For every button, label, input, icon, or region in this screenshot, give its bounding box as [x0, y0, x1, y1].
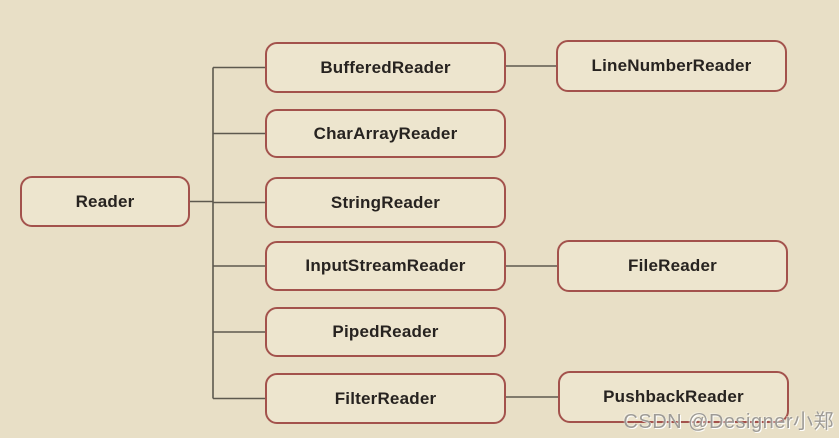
node-piped-reader: PipedReader: [265, 307, 506, 357]
node-input-stream-reader: InputStreamReader: [265, 241, 506, 291]
watermark: CSDN @Designer小郑: [623, 411, 834, 433]
node-label: BufferedReader: [320, 57, 451, 77]
node-label: InputStreamReader: [305, 256, 466, 275]
node-pushback-reader: PushbackReader: [558, 371, 789, 423]
node-filter-reader: FilterReader: [265, 373, 506, 424]
node-label: PushbackReader: [603, 387, 744, 406]
node-label: StringReader: [330, 192, 441, 212]
node-reader: Reader: [20, 176, 190, 227]
node-label: FileReader: [628, 256, 717, 275]
node-file-reader: FileReader: [557, 240, 788, 292]
node-label: CharArrayReader: [313, 123, 458, 143]
node-line-number-reader: LineNumberReader: [556, 40, 787, 92]
node-label: LineNumberReader: [591, 56, 752, 75]
node-char-array-reader: CharArrayReader: [265, 109, 506, 158]
node-string-reader: StringReader: [265, 177, 506, 228]
node-label: FilterReader: [334, 388, 437, 408]
node-label: PipedReader: [332, 322, 439, 341]
node-label: Reader: [75, 191, 135, 211]
node-buffered-reader: BufferedReader: [265, 42, 506, 93]
